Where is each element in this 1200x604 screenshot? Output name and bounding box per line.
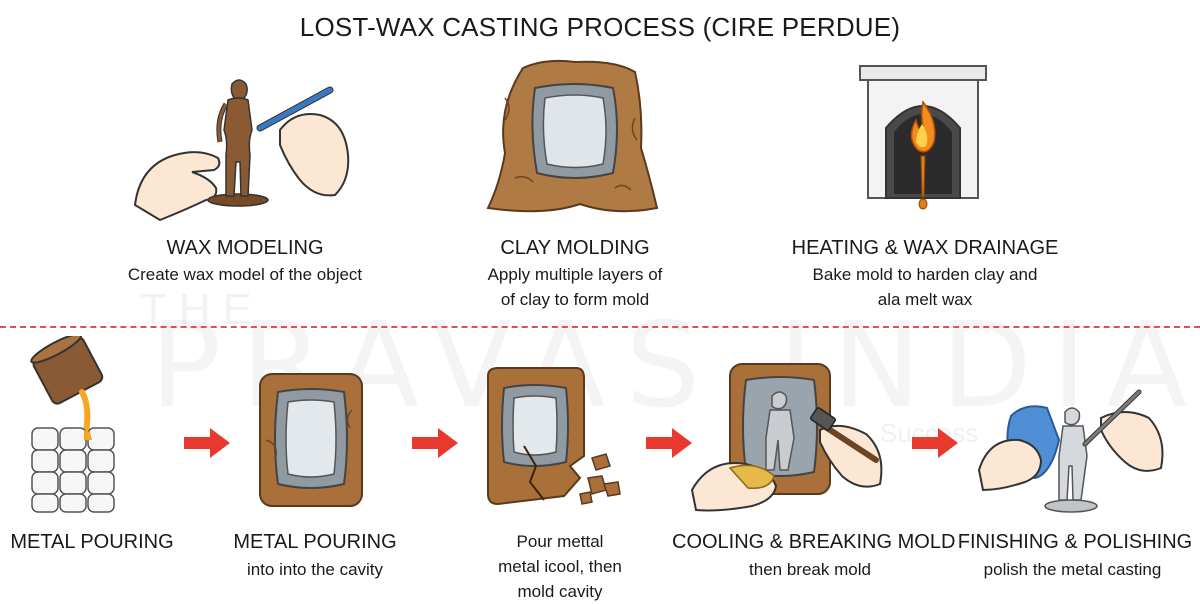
hammer-breaking-mold-icon bbox=[690, 363, 883, 512]
clay-mold-icon bbox=[486, 59, 659, 213]
step-desc-wax-modeling: Create wax model of the object bbox=[127, 265, 363, 284]
step-desc-pour-metal: Pour mettal metal icool, then mold cavit… bbox=[498, 532, 622, 601]
kiln-fire-icon bbox=[859, 65, 987, 210]
step-desc-finishing-polishing: polish the metal casting bbox=[983, 560, 1162, 579]
arrow-right-icon bbox=[412, 428, 458, 458]
step-title-heating-wax-drainage: HEATING & WAX DRAINAGE bbox=[791, 237, 1059, 259]
step-title-metal-pouring: METAL POURING bbox=[10, 531, 174, 553]
polishing-statue-icon bbox=[977, 389, 1164, 513]
page-title: LOST-WAX CASTING PROCESS (CIRE PERDUE) bbox=[299, 12, 901, 42]
step-desc-metal-pouring-cavity: into into the cavity bbox=[246, 560, 384, 579]
step-desc-cooling-breaking-mold: then break mold bbox=[749, 560, 871, 579]
step-title-metal-pouring-cavity: METAL POURING bbox=[233, 531, 397, 553]
section-divider bbox=[0, 326, 1200, 328]
step-title-cooling-breaking-mold: COOLING & BREAKING MOLD bbox=[672, 531, 956, 553]
arrow-right-icon bbox=[912, 428, 958, 458]
hands-sculpting-wax-figure-icon bbox=[133, 79, 350, 222]
step-title-clay-molding: CLAY MOLDING bbox=[500, 237, 650, 259]
step-title-finishing-polishing: FINISHING & POLISHING bbox=[957, 531, 1193, 553]
arrow-right-icon bbox=[184, 428, 230, 458]
arrow-right-icon bbox=[646, 428, 692, 458]
cracked-mold-icon bbox=[487, 367, 621, 506]
step-title-wax-modeling: WAX MODELING bbox=[166, 237, 324, 259]
watermark-prefix: THE bbox=[140, 285, 264, 334]
filled-mold-icon bbox=[259, 373, 363, 507]
crucible-pouring-icon bbox=[30, 336, 115, 513]
step-desc-clay-molding: Apply multiple layers of of clay to form… bbox=[487, 265, 663, 309]
step-desc-heating-wax-drainage: Bake mold to harden clay and ala melt wa… bbox=[812, 265, 1038, 309]
